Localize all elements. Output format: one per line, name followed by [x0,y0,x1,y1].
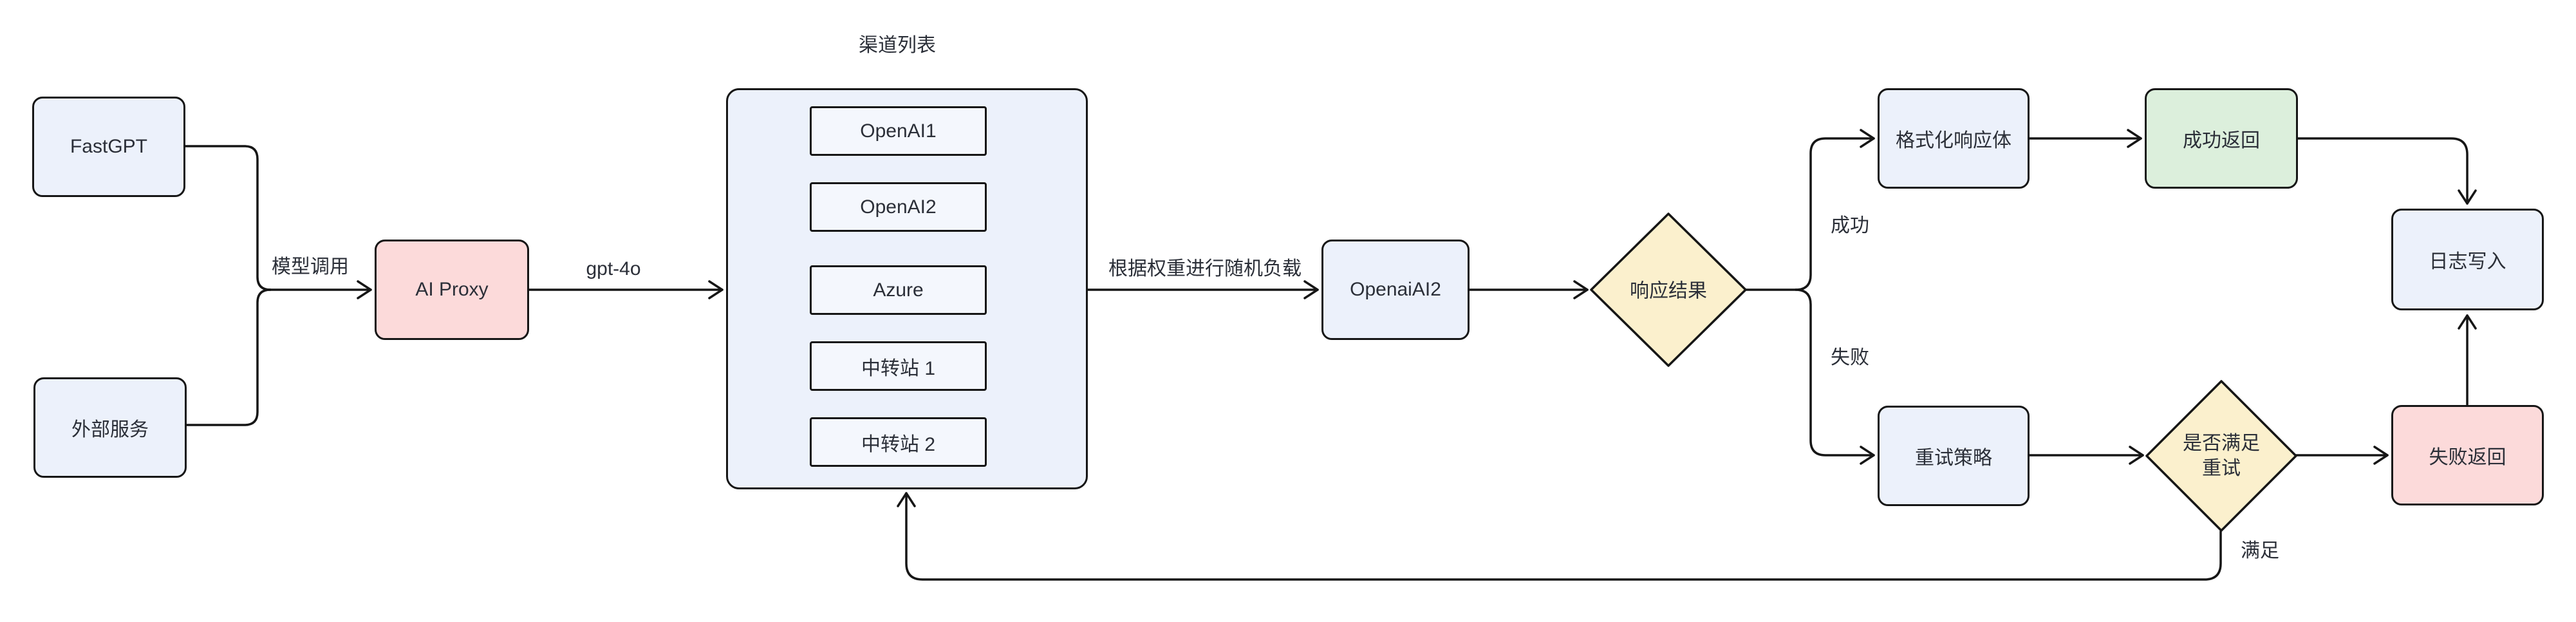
node-log-write: 日志写入 [2391,209,2544,310]
edge-label-model-call: 模型调用 [272,256,349,278]
node-format-response: 格式化响应体 [1878,88,2030,189]
edge-label-success: 成功 [1831,215,1869,236]
node-fail-return-label: 失败返回 [2429,447,2506,468]
retry-check-diamond [2145,380,2297,532]
node-ai-proxy-label: AI Proxy [415,279,489,300]
edge-success-to-log [2297,137,2477,205]
channel-list-title: 渠道列表 [859,35,936,56]
edge-label-fail: 失败 [1831,347,1869,368]
retry-check-label-line2: 重试 [2202,458,2241,479]
response-result-diamond [1590,212,1747,367]
node-openai-ai2-label: OpenaiAI2 [1350,279,1441,300]
node-channel-openai2-label: OpenAI2 [860,196,937,218]
node-fastgpt: FastGPT [32,97,185,197]
node-channel-openai2: OpenAI2 [810,182,987,232]
node-channel-relay1-label: 中转站 1 [861,357,936,379]
edge-fastgpt-to-merge [183,145,272,291]
retry-check-label-line1: 是否满足 [2183,433,2260,454]
node-retry-policy-label: 重试策略 [1915,448,1992,469]
node-success-return-label: 成功返回 [2183,130,2260,151]
edge-label-satisfied: 满足 [2241,540,2279,561]
node-channel-openai1-label: OpenAI1 [860,120,937,142]
node-channel-azure-label: Azure [873,279,924,301]
edge-external-to-merge [185,288,272,426]
node-channel-openai1: OpenAI1 [810,106,987,156]
edge-response-fail-branch [1795,288,1875,465]
node-log-write-label: 日志写入 [2429,251,2506,272]
node-external-service-label: 外部服务 [71,419,149,440]
edge-response-success-branch [1795,129,1875,291]
node-channel-relay2: 中转站 2 [810,417,987,467]
edge-label-model-name: gpt-4o [586,258,641,279]
node-ai-proxy: AI Proxy [375,240,529,340]
node-fastgpt-label: FastGPT [70,136,147,157]
retry-check-label: 是否满足 重试 [2183,431,2260,481]
node-channel-relay1: 中转站 1 [810,341,987,391]
node-format-response-label: 格式化响应体 [1896,130,2011,151]
edge-label-weighted-load: 根据权重进行随机负载 [1108,258,1302,279]
node-openai-ai2: OpenaiAI2 [1321,240,1470,340]
node-retry-policy: 重试策略 [1878,406,2030,506]
node-channel-azure: Azure [810,265,987,315]
node-external-service: 外部服务 [33,377,187,478]
edge-check-loop-to-channels [897,492,2222,581]
node-fail-return: 失败返回 [2391,405,2544,505]
node-success-return: 成功返回 [2145,88,2298,189]
response-result-label: 响应结果 [1630,280,1707,302]
node-channel-relay2-label: 中转站 2 [861,433,936,455]
